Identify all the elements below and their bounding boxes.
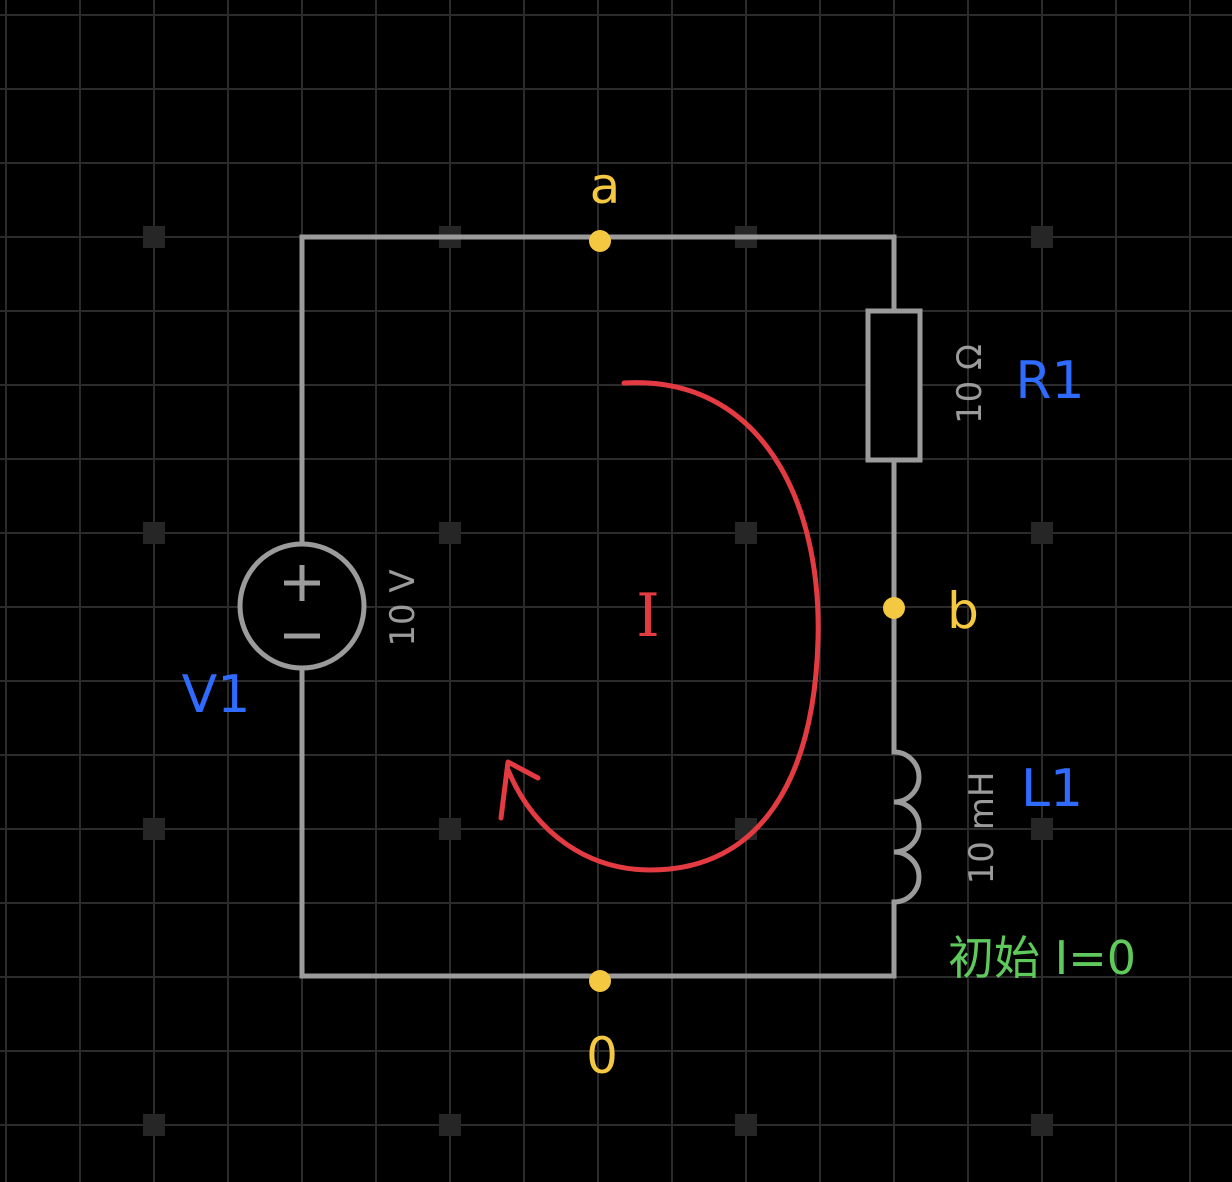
grid-anchor-dot xyxy=(439,1114,461,1136)
grid-anchor-dot xyxy=(143,818,165,840)
resistor-name-label: R1 xyxy=(1015,351,1084,411)
node-a-label: a xyxy=(590,157,621,215)
loop-arc xyxy=(505,380,821,873)
grid-anchor-dot xyxy=(1031,226,1053,248)
wire-bottom-left xyxy=(299,666,603,979)
initial-condition-note: 初始 I=0 xyxy=(948,931,1136,985)
wire-bottom-right xyxy=(597,899,897,979)
inductor-value-label: 10 mH xyxy=(962,772,1002,885)
node-b-dot[interactable] xyxy=(883,597,905,619)
node-b-label: b xyxy=(947,582,979,640)
grid-anchor-dot xyxy=(143,1114,165,1136)
source-plus-icon xyxy=(284,565,320,601)
node-a-dot[interactable] xyxy=(589,230,611,252)
grid-anchor-dot xyxy=(143,522,165,544)
grid-anchor-dot xyxy=(1031,522,1053,544)
resistor-value-label: 10 Ω xyxy=(950,344,990,424)
grid-anchor-dot xyxy=(1031,818,1053,840)
loop-arrowhead-icon xyxy=(498,759,541,821)
wire-top-right xyxy=(597,234,897,314)
grid-anchor-dot xyxy=(735,522,757,544)
source-name-label: V1 xyxy=(182,665,251,725)
grid-anchor-dot xyxy=(143,226,165,248)
loop-current-arrow: I xyxy=(498,380,821,873)
resistor[interactable]: 10 Ω xyxy=(865,308,990,463)
grid-anchor-dots xyxy=(143,226,1053,1136)
wire-top-left xyxy=(299,234,603,546)
grid-anchor-dot xyxy=(439,522,461,544)
circuit-wires xyxy=(299,234,897,979)
inductor-name-label: L1 xyxy=(1021,759,1083,819)
grid-anchor-dot xyxy=(735,1114,757,1136)
grid-anchor-dot xyxy=(439,818,461,840)
loop-current-label: I xyxy=(636,581,660,651)
grid-anchor-dot xyxy=(1031,1114,1053,1136)
source-value-label: 10 V xyxy=(383,569,423,646)
circuit-nodes xyxy=(589,230,905,992)
resistor-body xyxy=(865,308,923,463)
node-ground-label: 0 xyxy=(586,1027,618,1085)
inductor-coil xyxy=(891,749,922,905)
inductor[interactable]: 10 mH xyxy=(891,749,1002,905)
node-ground-dot[interactable] xyxy=(589,970,611,992)
source-symbol-circle xyxy=(237,541,367,671)
voltage-source[interactable]: 10 V xyxy=(237,541,423,671)
